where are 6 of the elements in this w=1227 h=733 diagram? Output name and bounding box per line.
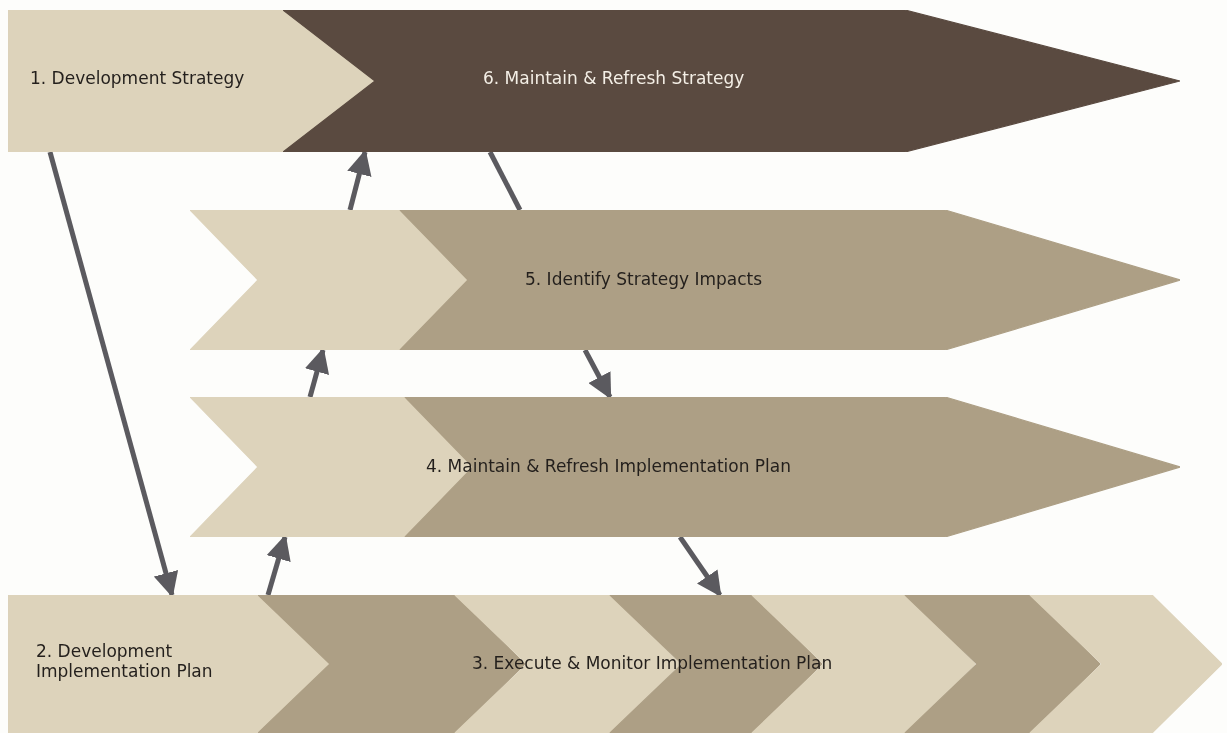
step-label: 5. Identify Strategy Impacts: [525, 269, 763, 290]
step-label: 2. Development Implementation Plan: [36, 641, 214, 682]
step-label: 6. Maintain & Refresh Strategy: [483, 68, 745, 89]
step-label: 3. Execute & Monitor Implementation Plan: [472, 653, 833, 674]
step-label: 1. Development Strategy: [30, 68, 245, 89]
step-label: 4. Maintain & Refresh Implementation Plan: [426, 456, 791, 477]
